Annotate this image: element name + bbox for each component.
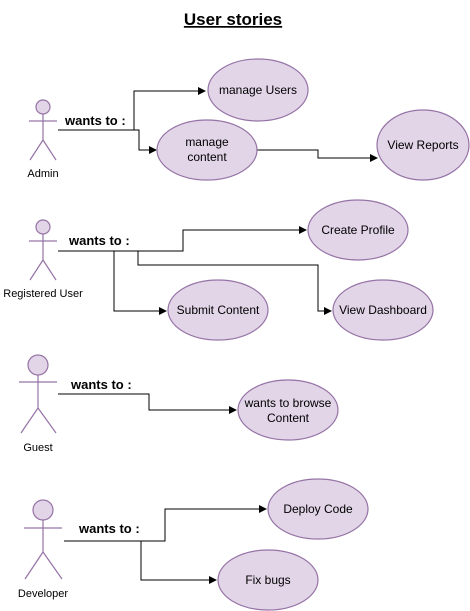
actor-developer: Developer xyxy=(18,499,68,600)
relation-label-admin: wants to : xyxy=(64,113,126,128)
usecase-label: Create Profile xyxy=(321,223,395,237)
usecase-label: Fix bugs xyxy=(245,573,290,587)
usecase-create-profile: Create Profile xyxy=(307,199,409,261)
usecase-label: View Reports xyxy=(387,138,458,152)
usecase-manage-users: manage Users xyxy=(207,58,309,122)
connector-admin-manage-content xyxy=(58,129,157,154)
relation-label-guest: wants to : xyxy=(70,377,132,392)
usecase-label: Submit Content xyxy=(177,303,260,317)
usecase-label: manage Users xyxy=(219,83,297,97)
usecase-view-dashboard: View Dashboard xyxy=(332,279,434,341)
actor-registered-user: Registered User xyxy=(3,219,83,300)
connector-registered-create-profile xyxy=(58,226,307,252)
actor-label-admin: Admin xyxy=(27,168,58,180)
usecase-label: Deploy Code xyxy=(283,502,353,516)
usecase-submit-content: Submit Content xyxy=(167,279,269,341)
connector-developer-deploy-code xyxy=(64,505,267,542)
usecase-browse-content: wants to browse Content xyxy=(237,379,339,441)
connector-manage-content-view-reports xyxy=(257,149,378,162)
actor-head xyxy=(32,499,54,521)
connector-registered-submit-content xyxy=(113,251,167,315)
connector-guest-browse-content xyxy=(58,393,237,414)
usecase-label-line2: Content xyxy=(267,411,310,425)
usecase-label: View Dashboard xyxy=(339,303,427,317)
actor-head xyxy=(27,354,49,376)
actor-head xyxy=(35,99,51,115)
actor-label-guest: Guest xyxy=(23,442,52,454)
actor-admin: Admin xyxy=(27,99,59,180)
diagram-title: User stories xyxy=(184,10,282,29)
actor-head xyxy=(35,219,51,235)
usecase-label-line2: content xyxy=(187,150,227,164)
relation-label-registered-user: wants to : xyxy=(68,233,130,248)
usecase-label-line1: wants to browse xyxy=(244,396,332,410)
connector-registered-view-dashboard xyxy=(137,251,332,315)
actor-label-developer: Developer xyxy=(18,588,68,600)
actor-label-registered-user: Registered User xyxy=(3,288,83,300)
actor-guest: Guest xyxy=(19,354,57,454)
connector-developer-fix-bugs xyxy=(140,541,217,584)
usecase-fix-bugs: Fix bugs xyxy=(217,549,319,611)
relation-label-developer: wants to : xyxy=(78,521,140,536)
usecase-manage-content: manage content xyxy=(156,119,258,181)
usecase-label-line1: manage xyxy=(185,135,229,149)
usecase-deploy-code: Deploy Code xyxy=(267,478,369,540)
usecase-view-reports: View Reports xyxy=(376,109,470,181)
